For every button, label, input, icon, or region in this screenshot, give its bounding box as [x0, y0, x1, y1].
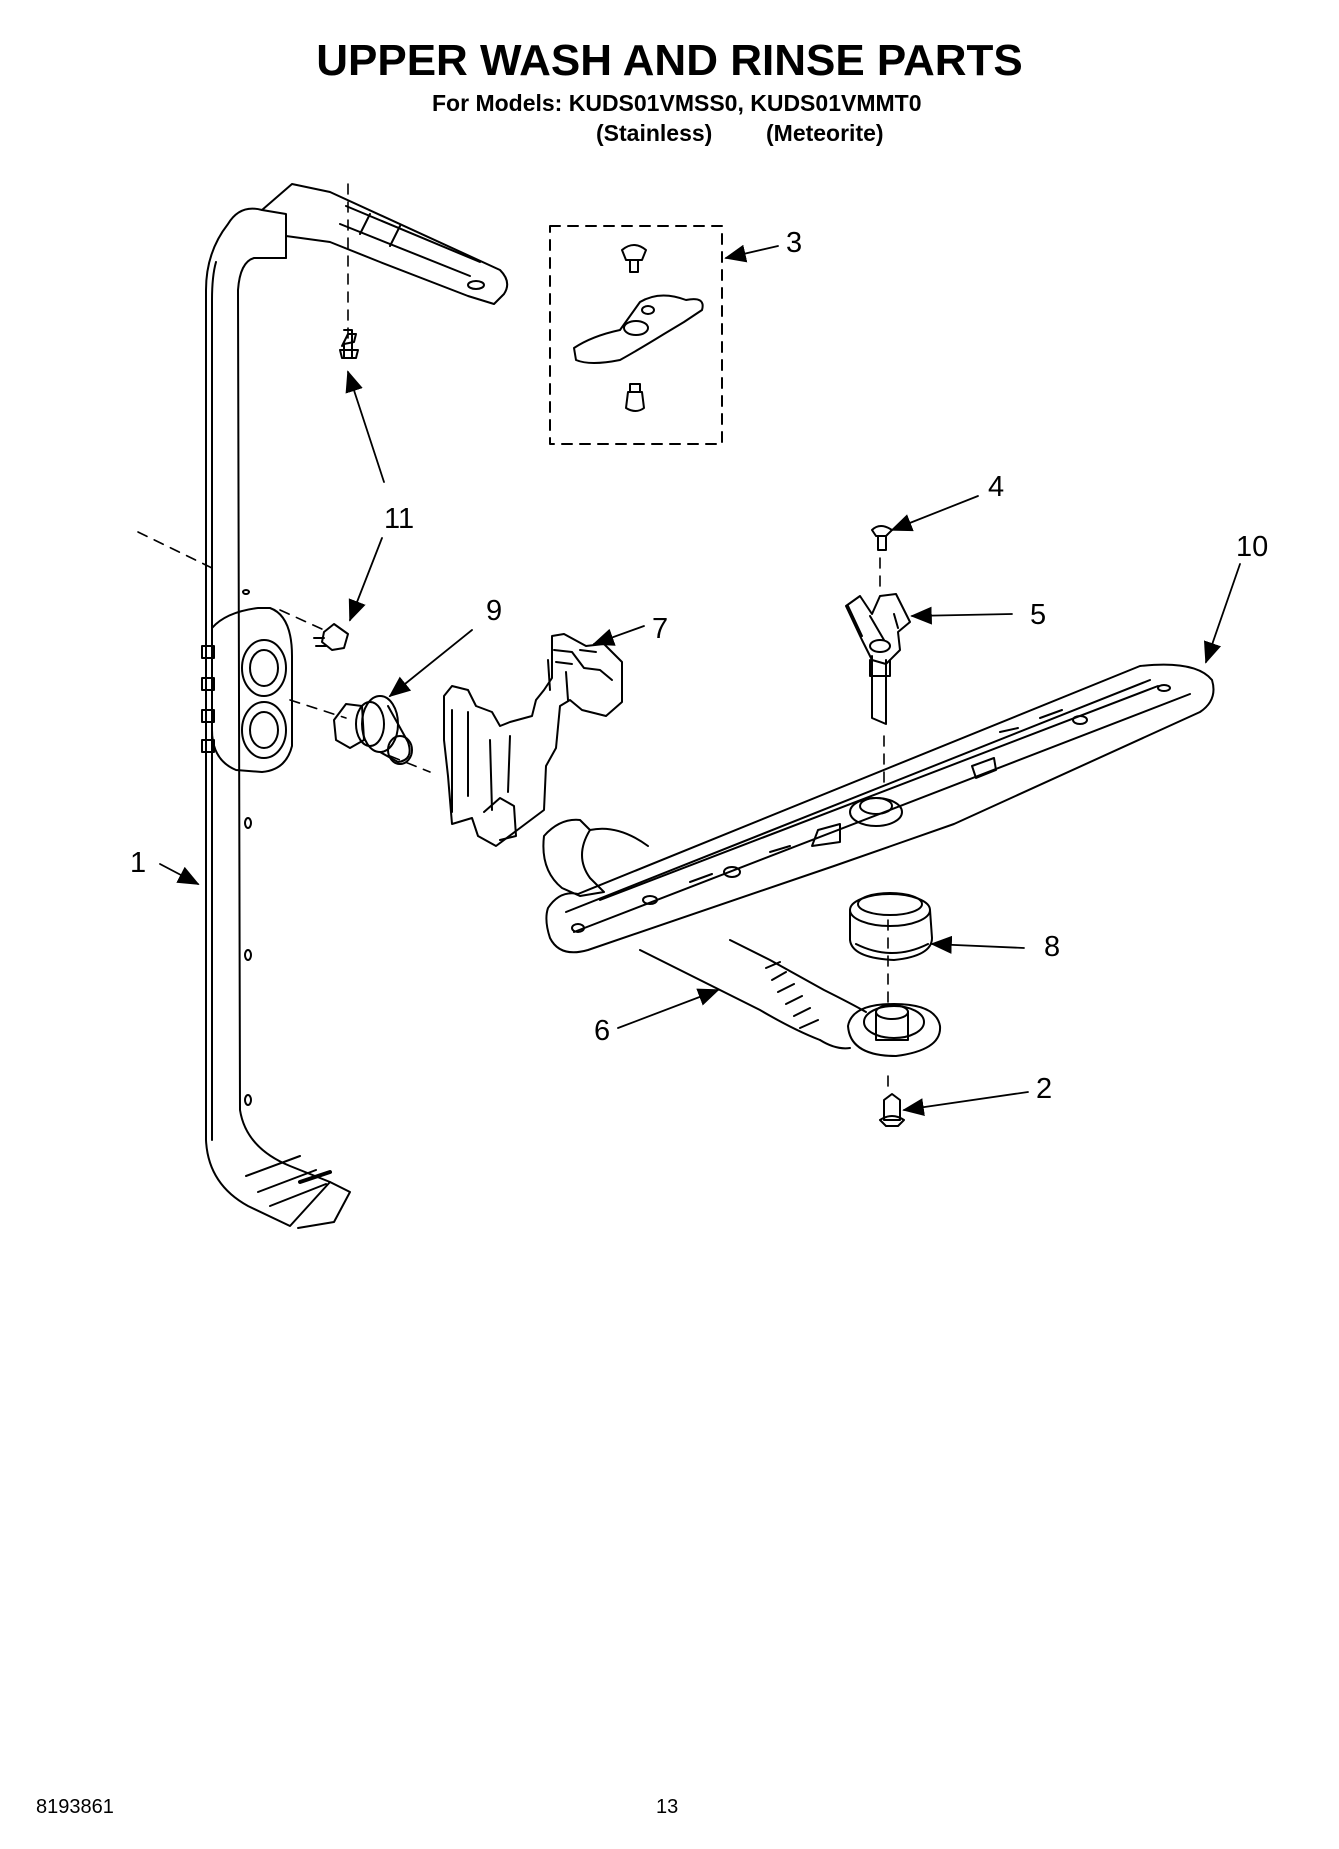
models-line: For Models: KUDS01VMSS0, KUDS01VMMT0	[432, 90, 922, 116]
variant-meteorite: (Meteorite)	[766, 120, 884, 146]
page-number: 13	[656, 1796, 679, 1818]
bracket-part	[443, 633, 623, 847]
callout-3: 3	[786, 227, 802, 259]
spray-arm-part	[545, 663, 1215, 954]
spray-tube-part	[542, 818, 867, 1050]
callout-5: 5	[1030, 599, 1046, 631]
callout-7: 7	[652, 613, 668, 645]
document-number: 8193861	[36, 1796, 114, 1818]
variant-stainless: (Stainless)	[596, 120, 713, 146]
alignment-lines	[137, 183, 889, 1095]
leader-lines	[159, 244, 1241, 1117]
arm-mount-part	[845, 593, 911, 725]
callout-4: 4	[988, 471, 1004, 503]
callout-8: 8	[1044, 931, 1060, 963]
callout-6: 6	[594, 1015, 610, 1047]
callout-1: 1	[130, 847, 146, 879]
ring-seal-part	[849, 892, 933, 961]
supply-tube-part	[201, 183, 509, 1229]
screw-part	[313, 329, 359, 651]
callout-11: 11	[384, 503, 414, 535]
base-and-screw-part	[847, 1003, 942, 1127]
clip-kit-part	[549, 225, 723, 445]
callout-9: 9	[486, 595, 502, 627]
page-title: UPPER WASH AND RINSE PARTS	[316, 36, 1023, 85]
hose-fitting-part	[333, 695, 413, 765]
callout-10: 10	[1236, 531, 1268, 563]
callout-2: 2	[1036, 1073, 1052, 1105]
small-screw-part	[871, 525, 893, 551]
